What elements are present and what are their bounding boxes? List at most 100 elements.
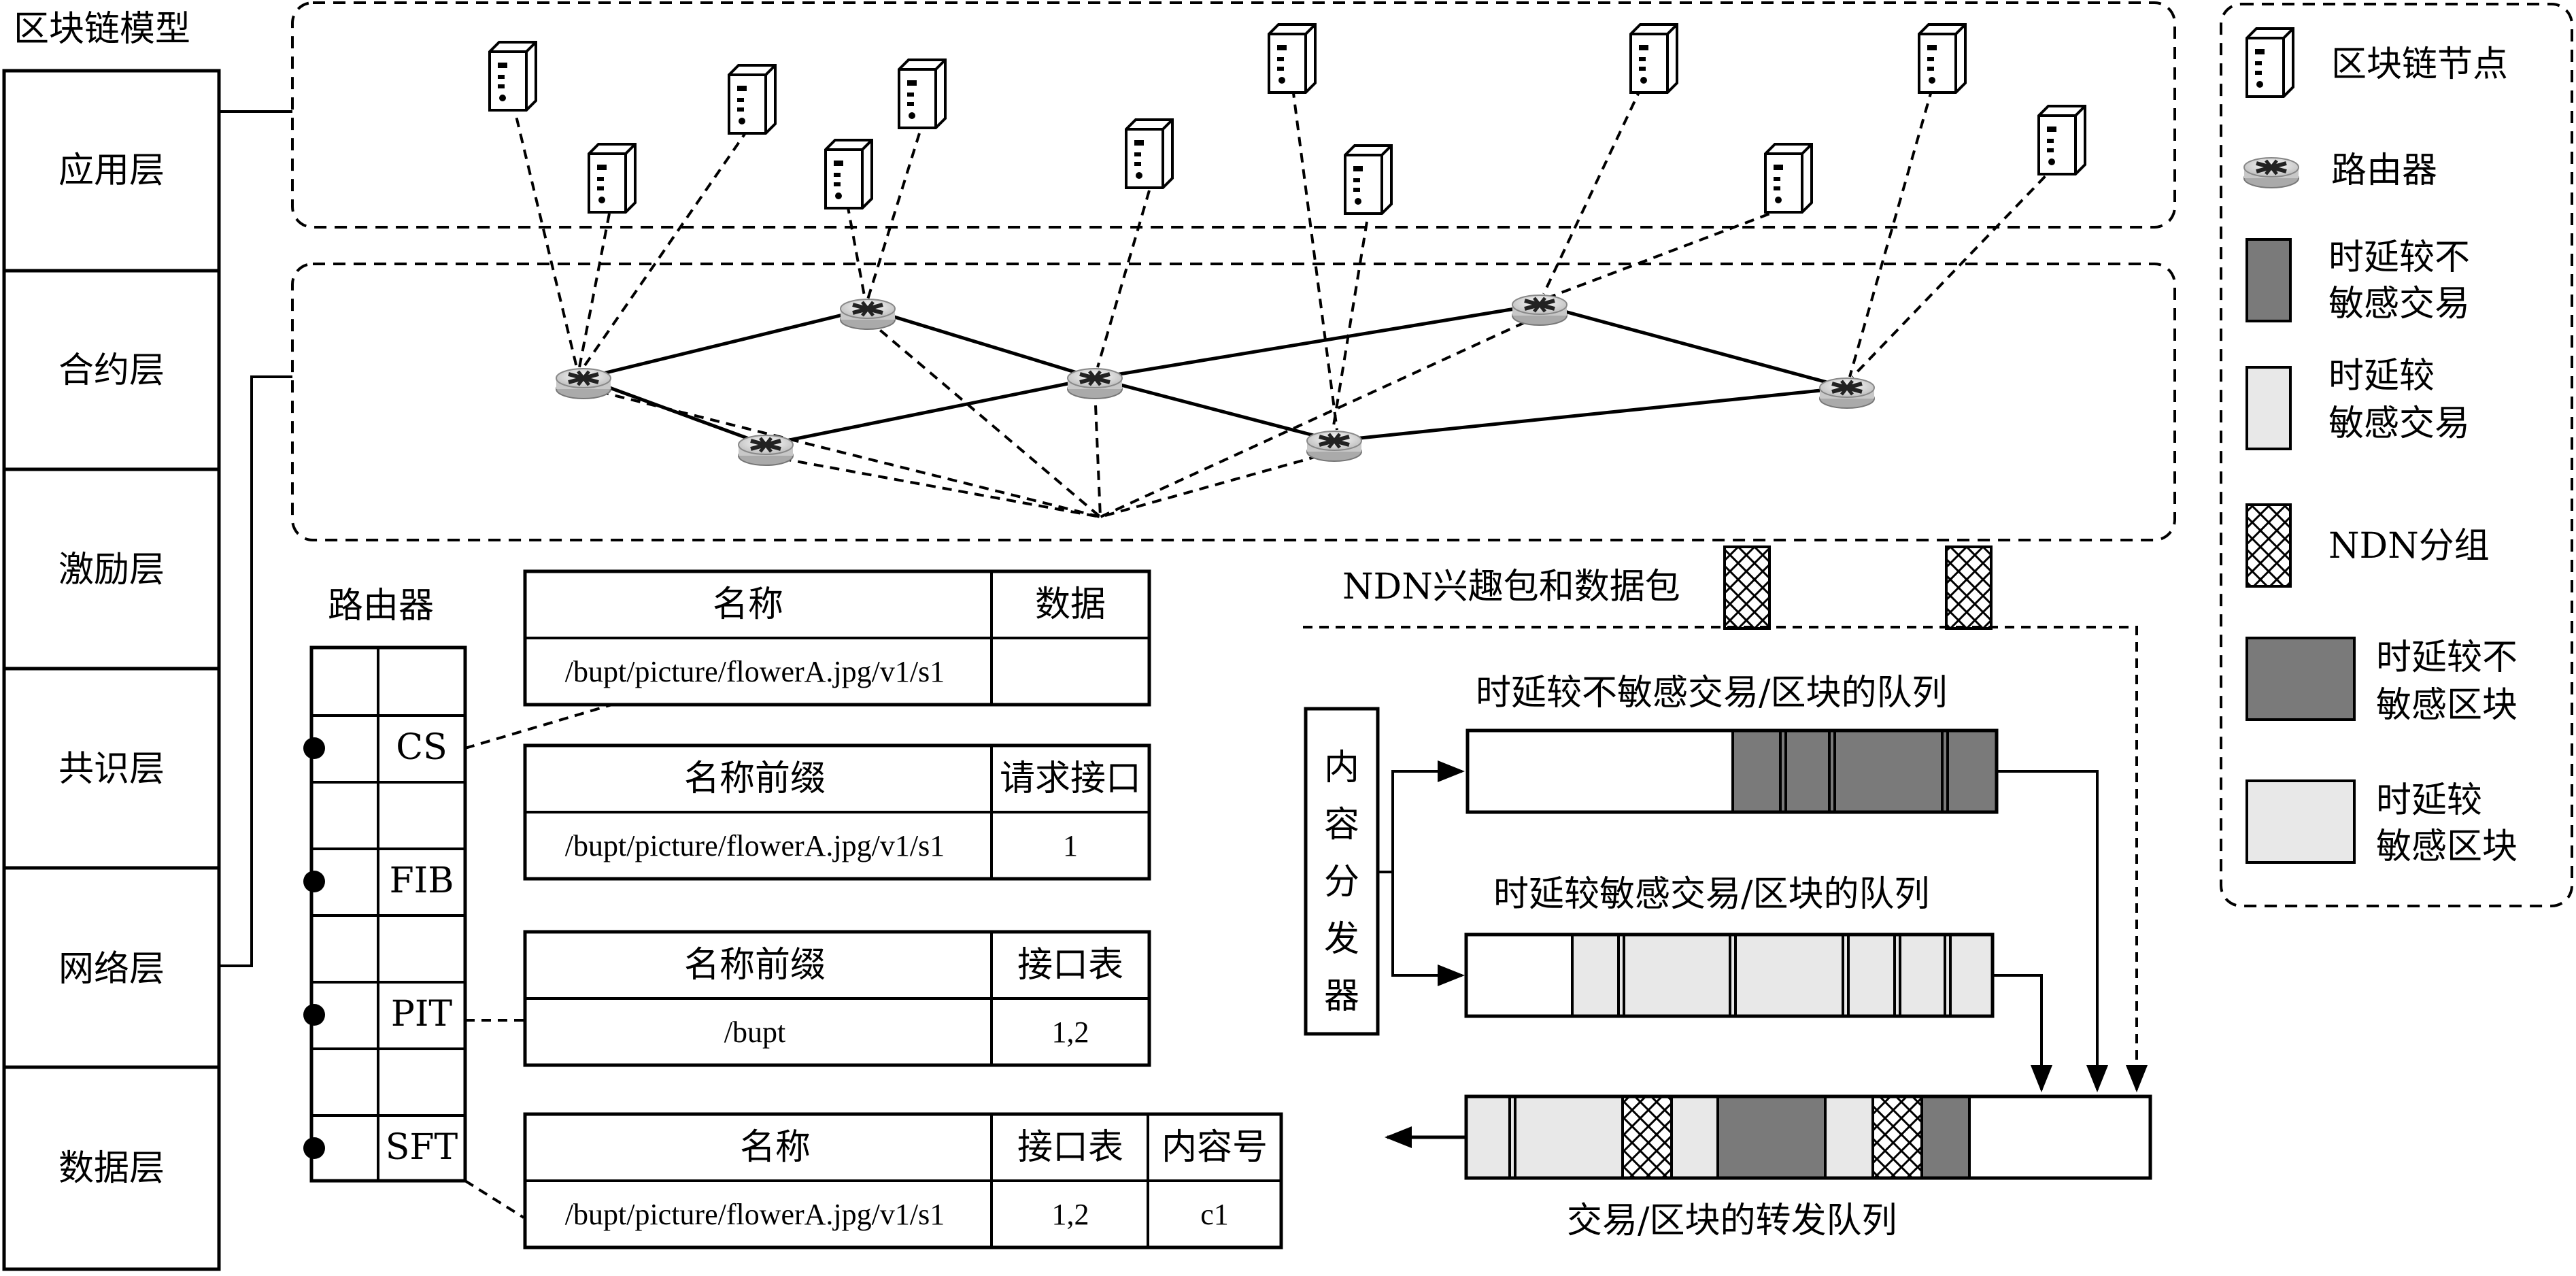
dispatcher-char: 发 <box>1324 919 1359 960</box>
ndn-packet-icon <box>1945 545 1993 630</box>
tx-insensitive-swatch <box>2245 238 2292 322</box>
legend-block-insensitive-2: 敏感区块 <box>2376 685 2518 726</box>
router-icon <box>2244 158 2299 188</box>
sft-label: SFT <box>386 1127 458 1168</box>
block-insensitive-swatch <box>2245 637 2356 721</box>
legend: 区块链节点 路由器 时延较不 敏感交易 时延较 敏感交易 NDN分组 时延较不 … <box>2244 27 2518 867</box>
network-region <box>291 263 2176 541</box>
node-icon <box>588 143 637 214</box>
forward-queue-label: 交易/区块的转发队列 <box>1567 1201 1897 1241</box>
node-links <box>511 71 2058 518</box>
legend-block-sensitive-1: 时延较 <box>2376 780 2482 821</box>
fib-header-iface: 请求接口 <box>1000 758 1141 799</box>
legend-node-label: 区块链节点 <box>2331 44 2508 85</box>
pit-label: PIT <box>391 994 453 1035</box>
sft-header-iface: 接口表 <box>1017 1127 1123 1168</box>
sft-connector <box>464 1179 525 1219</box>
blockchain-nodes <box>488 23 2086 215</box>
dispatcher-char: 容 <box>1324 805 1359 845</box>
pit-header-prefix: 名称前缀 <box>684 945 826 986</box>
node-icon <box>1918 23 1967 94</box>
layer-consensus: 共识层 <box>58 749 165 790</box>
ndn-packet-swatch <box>2245 503 2292 588</box>
node-icon <box>2037 105 2086 175</box>
to-sensitive-arrow <box>1391 872 1465 986</box>
sft-cell-iface: 1,2 <box>1052 1198 1089 1231</box>
pit-port <box>303 1004 325 1026</box>
tx-sensitive-swatch <box>2245 366 2292 450</box>
to-insensitive-arrow <box>1378 760 1465 873</box>
pit-table: 名称前缀 接口表 /bupt 1,2 <box>523 930 1151 1067</box>
sft-port <box>303 1137 325 1159</box>
routers <box>556 295 1874 465</box>
cs-cell-name: /bupt/picture/flowerA.jpg/v1/s1 <box>565 655 945 688</box>
sft-header-name: 名称 <box>740 1127 811 1168</box>
forward-queue <box>1464 1094 2152 1180</box>
pit-cell-iface: 1,2 <box>1052 1015 1089 1049</box>
cs-header-data: 数据 <box>1035 584 1106 625</box>
ndn-packet-icon <box>1723 545 1771 630</box>
sft-table: 名称 接口表 内容号 /bupt/picture/flowerA.jpg/v1/… <box>523 1112 1283 1249</box>
router-struct-title: 路由器 <box>328 586 434 626</box>
fib-label: FIB <box>390 860 454 901</box>
node-icon <box>728 64 777 135</box>
router-icon <box>1512 295 1567 325</box>
legend-tx-insensitive-1: 时延较不 <box>2328 237 2470 278</box>
router-icon <box>841 299 895 329</box>
router-icon <box>1307 431 1361 461</box>
sft-header-content: 内容号 <box>1162 1127 1268 1168</box>
node-icon <box>1629 23 1678 94</box>
router-icon <box>556 369 611 399</box>
router-icon <box>1820 378 1874 408</box>
dispatcher-char: 分 <box>1324 862 1359 903</box>
layer-incentive: 激励层 <box>58 550 165 590</box>
model-title: 区块链模型 <box>14 9 190 50</box>
cs-label: CS <box>396 727 447 768</box>
layer-network: 网络层 <box>58 949 165 990</box>
legend-box <box>2220 3 2573 907</box>
sft-cell-name: /bupt/picture/flowerA.jpg/v1/s1 <box>565 1198 945 1231</box>
layer-contract: 合约层 <box>58 350 165 391</box>
sft-cell-content: c1 <box>1200 1198 1229 1231</box>
fib-port <box>303 871 325 892</box>
router-struct: CS FIB PIT SFT <box>303 645 467 1183</box>
legend-tx-insensitive-2: 敏感交易 <box>2328 284 2470 324</box>
block-sensitive-swatch <box>2245 779 2356 864</box>
insensitive-queue-label: 时延较不敏感交易/区块的队列 <box>1476 673 1948 713</box>
insensitive-queue <box>1465 728 1999 814</box>
legend-tx-sensitive-2: 敏感交易 <box>2328 403 2470 444</box>
fib-cell-prefix: /bupt/picture/flowerA.jpg/v1/s1 <box>565 829 945 862</box>
content-dispatcher: 内 容 分 发 器 <box>1304 707 1380 1036</box>
dispatcher-char: 内 <box>1324 748 1359 788</box>
network-connector <box>219 375 292 967</box>
sensitive-queue-label: 时延较敏感交易/区块的队列 <box>1493 874 1930 915</box>
cs-port <box>303 737 325 759</box>
node-icon <box>2245 27 2294 98</box>
legend-tx-sensitive-1: 时延较 <box>2328 356 2435 397</box>
router-icon <box>1068 369 1122 399</box>
ndn-packets-label: NDN兴趣包和数据包 <box>1342 567 1680 607</box>
pit-header-iface: 接口表 <box>1017 945 1123 986</box>
layer-stack: 应用层 合约层 激励层 共识层 网络层 数据层 <box>2 69 221 1271</box>
pit-cell-prefix: /bupt <box>724 1015 785 1049</box>
cs-table: 名称 数据 /bupt/picture/flowerA.jpg/v1/s1 <box>523 569 1151 707</box>
sensitive-queue <box>1464 933 1995 1018</box>
ndn-path <box>1303 626 2148 1092</box>
fib-cell-iface: 1 <box>1063 829 1078 862</box>
node-icon <box>1344 144 1393 215</box>
router-icon <box>739 435 793 465</box>
application-region <box>291 1 2176 229</box>
node-icon <box>1268 23 1317 94</box>
node-icon <box>1764 143 1813 214</box>
dispatcher-char: 器 <box>1324 976 1359 1017</box>
fib-table: 名称前缀 请求接口 /bupt/picture/flowerA.jpg/v1/s… <box>523 743 1151 881</box>
legend-ndn-label: NDN分组 <box>2328 526 2490 567</box>
legend-block-insensitive-1: 时延较不 <box>2376 637 2518 678</box>
node-icon <box>488 41 537 112</box>
legend-router-label: 路由器 <box>2331 150 2437 191</box>
legend-block-sensitive-2: 敏感区块 <box>2376 826 2518 867</box>
node-icon <box>824 139 873 209</box>
cs-header-name: 名称 <box>713 584 783 625</box>
layer-data: 数据层 <box>58 1148 165 1189</box>
